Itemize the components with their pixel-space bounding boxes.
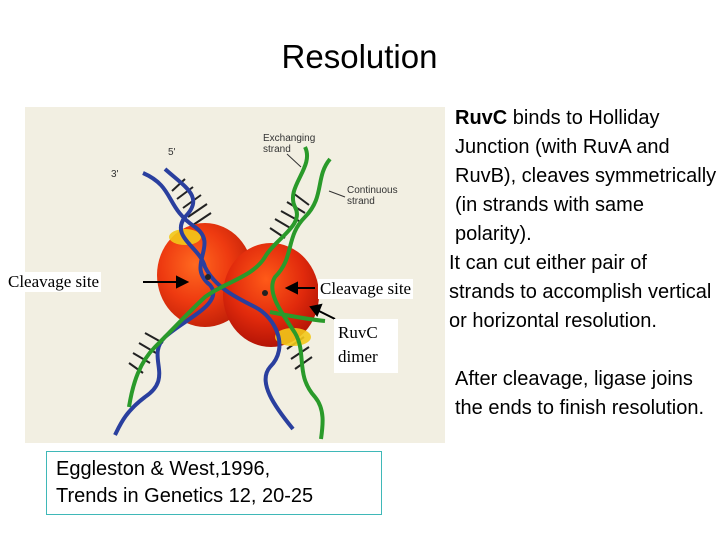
paragraph-binding-rest: binds to Holliday Junction (with RuvA an… [455, 107, 717, 245]
figure-label-5prime: 5' [168, 147, 176, 158]
ruvc-subunit-right [223, 243, 319, 347]
figure-label-exchanging-1: Exchanging [263, 133, 315, 144]
paragraph-binding: RuvC binds to Holliday Junction (with Ru… [455, 104, 717, 249]
cleavage-site-label-right: Cleavage site [318, 279, 414, 299]
figure-label-3prime: 3' [111, 169, 119, 180]
description-text: RuvC binds to Holliday Junction (with Ru… [449, 104, 717, 423]
ruvc-dimer-label: RuvC dimer [334, 319, 398, 373]
ruvc-dimer-illustration: Exchanging strand Continuous strand 3' 5… [111, 133, 398, 440]
page-title: Resolution [281, 38, 438, 75]
ruvc-label-line2: dimer [338, 347, 378, 366]
ruvc-label-line1: RuvC [338, 323, 378, 342]
figure-label-continuous-2: strand [347, 196, 375, 207]
cleavage-site-label-left: Cleavage site [6, 272, 102, 292]
paragraph-cut: It can cut either pair of strands to acc… [449, 252, 712, 332]
paragraph-ligase: After cleavage, ligase joins the ends to… [455, 368, 705, 419]
ruvc-bold: RuvC [455, 107, 508, 129]
figure-label-continuous-1: Continuous [347, 185, 398, 196]
figure-label-exchanging-2: strand [263, 144, 291, 155]
reference-box: Eggleston & West,1996, Trends in Genetic… [46, 451, 382, 515]
reference-line1: Eggleston & West,1996, [56, 458, 271, 480]
green-strands [127, 146, 332, 440]
reference-line2: Trends in Genetics 12, 20-25 [56, 485, 314, 507]
cleavage-arrows [143, 275, 336, 320]
blue-strands [113, 167, 295, 436]
